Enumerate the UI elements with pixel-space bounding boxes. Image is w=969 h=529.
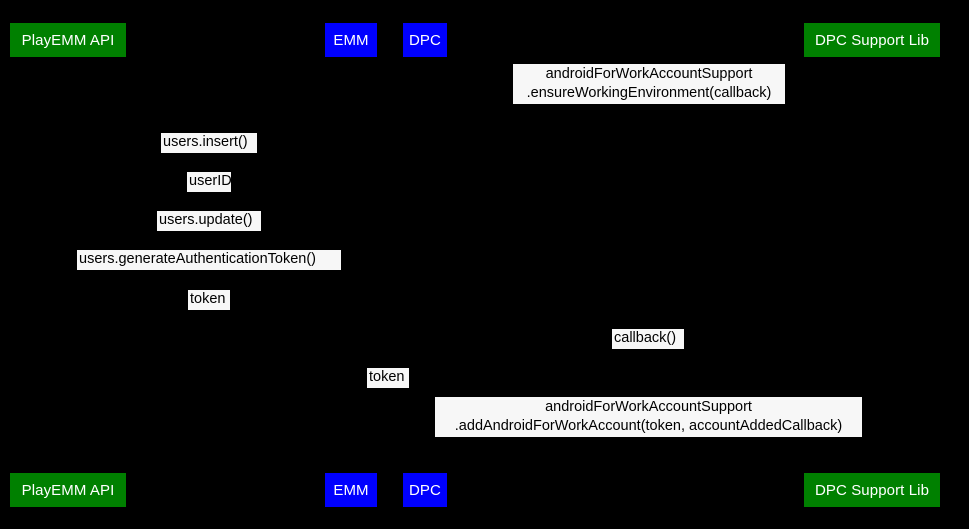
participant-emm-bottom[interactable]: EMM	[325, 473, 377, 507]
arrowhead-msg-users-update	[68, 229, 75, 237]
arrowhead-msg-add-android-for-work-account	[865, 435, 872, 443]
lifeline-emm	[351, 57, 352, 473]
participant-supportlib[interactable]: DPC Support Lib	[804, 23, 940, 57]
participant-dpc-bottom[interactable]: DPC	[403, 473, 447, 507]
lifeline-playemm	[68, 57, 69, 473]
message-text-line-1: androidForWorkAccountSupport	[545, 66, 753, 82]
participant-label: DPC	[409, 31, 441, 49]
participant-dpc[interactable]: DPC	[403, 23, 447, 57]
message-text-line-1: callback()	[614, 330, 677, 346]
arrowhead-msg-ensure-working-environment	[865, 102, 872, 110]
participant-emm[interactable]: EMM	[325, 23, 377, 57]
lifeline-dpc	[425, 57, 426, 473]
arrow-msg-generate-authentication-token	[68, 272, 351, 273]
message-text-line-1: users.update()	[159, 212, 253, 228]
message-text-line-1: token	[190, 291, 226, 307]
message-label-msg-ensure-working-environment: androidForWorkAccountSupport .ensureWorki…	[513, 64, 785, 104]
message-text-line-1: token	[369, 369, 405, 385]
message-label-msg-add-android-for-work-account: androidForWorkAccountSupport .addAndroidF…	[435, 397, 862, 437]
message-label-msg-generate-authentication-token: users.generateAuthenticationToken()	[77, 250, 341, 270]
message-label-msg-token-2: token	[367, 368, 409, 388]
participant-label: DPC	[409, 481, 441, 499]
message-label-msg-userid: userID	[187, 172, 232, 192]
lifeline-supportlib	[872, 57, 873, 473]
message-label-msg-callback: callback()	[612, 329, 684, 349]
participant-label: DPC Support Lib	[814, 481, 930, 499]
message-text-line-1: users.generateAuthenticationToken()	[79, 251, 316, 267]
arrowhead-msg-generate-authentication-token	[68, 268, 75, 276]
message-text-line-2: .addAndroidForWorkAccount(token, account…	[454, 418, 843, 434]
arrowhead-msg-token-1	[344, 308, 351, 316]
message-text-line-1: users.insert()	[163, 134, 248, 150]
participant-label: PlayEMM API	[21, 31, 115, 49]
arrow-msg-add-android-for-work-account	[425, 439, 872, 440]
message-text-line-1: androidForWorkAccountSupport	[545, 399, 752, 415]
message-label-msg-users-insert: users.insert()	[161, 133, 257, 153]
participant-playemm[interactable]: PlayEMM API	[10, 23, 126, 57]
participant-label: EMM	[333, 481, 369, 499]
arrowhead-msg-userid	[344, 190, 351, 198]
message-label-msg-users-update: users.update()	[157, 211, 261, 231]
arrow-msg-userid	[68, 194, 351, 195]
arrowhead-msg-users-insert	[68, 151, 75, 159]
participant-label: EMM	[333, 31, 369, 49]
message-label-msg-token-1: token	[188, 290, 230, 310]
participant-label: DPC Support Lib	[814, 31, 930, 49]
participant-supportlib-bottom[interactable]: DPC Support Lib	[804, 473, 940, 507]
arrow-msg-ensure-working-environment	[425, 106, 872, 107]
arrow-msg-users-insert	[68, 155, 351, 156]
participant-playemm-bottom[interactable]: PlayEMM API	[10, 473, 126, 507]
arrow-msg-callback	[425, 351, 872, 352]
arrow-msg-token-2	[351, 390, 425, 391]
arrow-msg-token-1	[68, 312, 351, 313]
message-text-line-1: userID	[189, 173, 232, 189]
participant-label: PlayEMM API	[21, 481, 115, 499]
arrow-msg-users-update	[68, 233, 351, 234]
arrowhead-msg-callback	[425, 347, 432, 355]
arrowhead-msg-token-2	[418, 386, 425, 394]
message-text-line-2: .ensureWorkingEnvironment(callback)	[526, 85, 772, 101]
